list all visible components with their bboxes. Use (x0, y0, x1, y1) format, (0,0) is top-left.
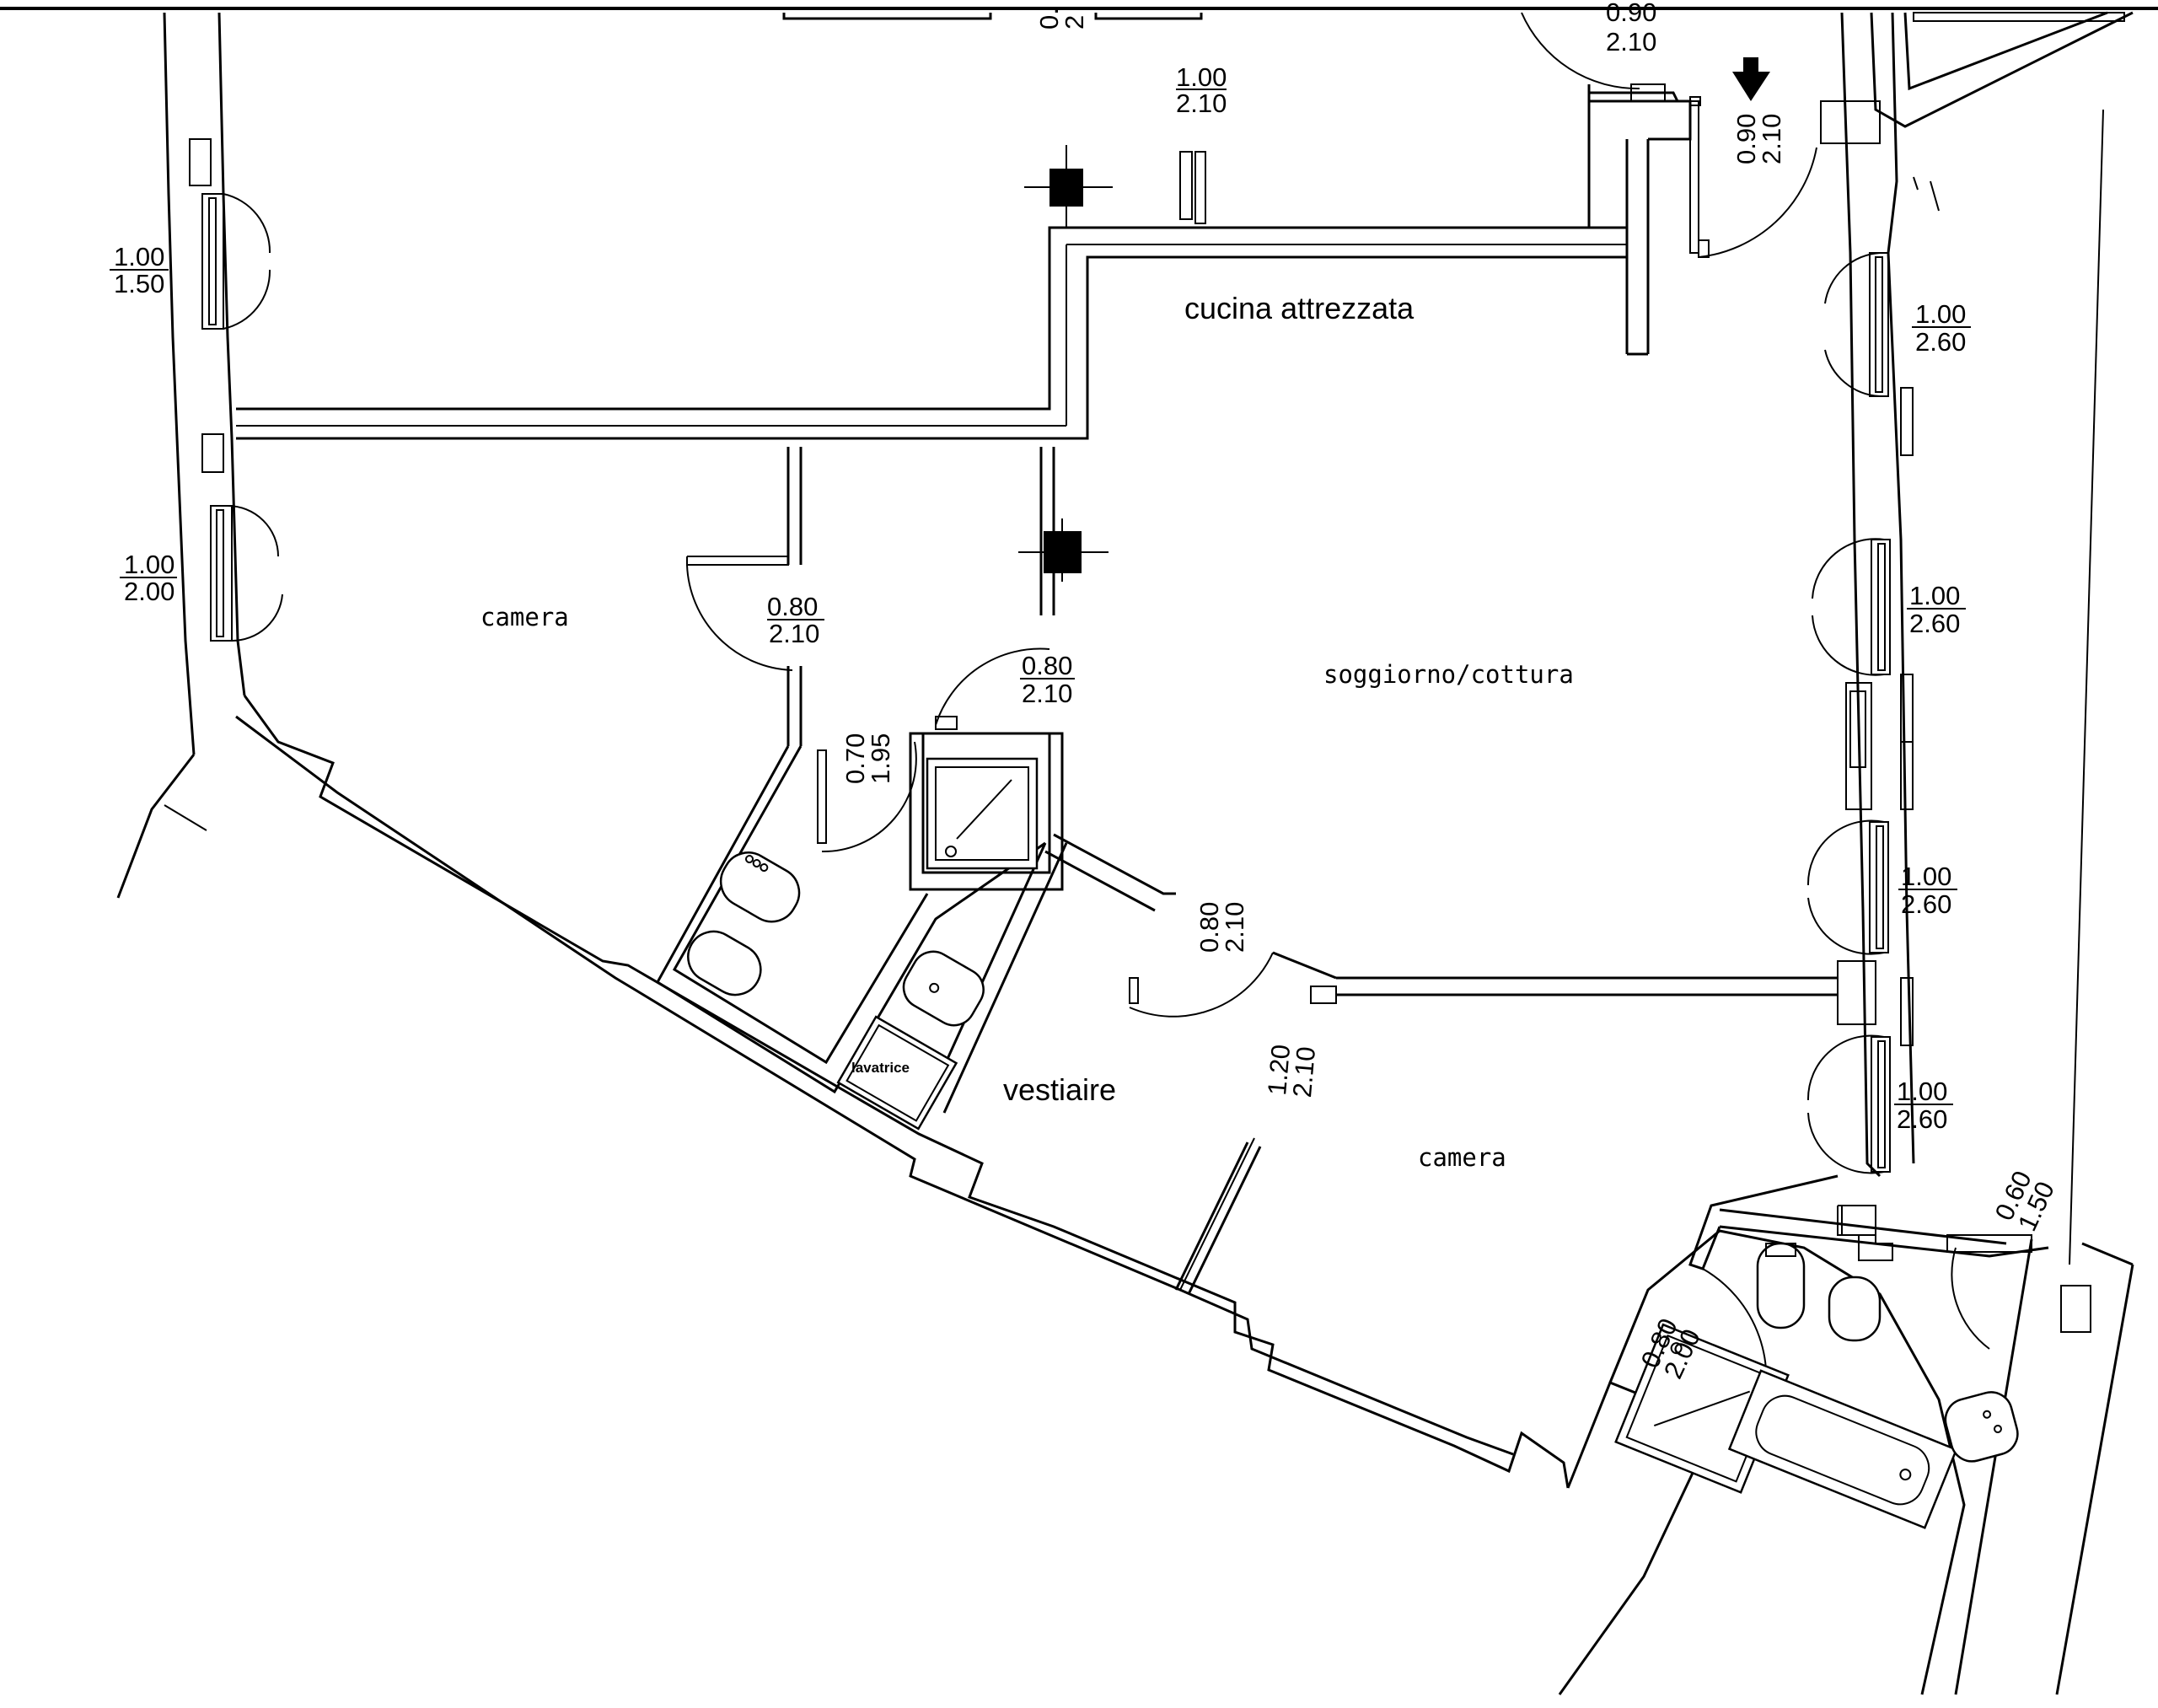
svg-text:2.60: 2.60 (1901, 889, 1951, 919)
svg-text:0.: 0. (1034, 8, 1064, 30)
svg-text:2: 2 (1060, 15, 1089, 30)
svg-text:1.00: 1.00 (1897, 1077, 1947, 1106)
svg-text:1.00: 1.00 (1176, 62, 1227, 92)
room-label-living: soggiorno/cottura (1323, 660, 1574, 689)
svg-text:2.10: 2.10 (1757, 114, 1786, 164)
sink (902, 950, 985, 1027)
dim-window-right-1: 1.00 2.60 (1912, 299, 1971, 357)
room-label-wardrobe: vestiaire (1003, 1072, 1116, 1107)
room-label-bedroom-right: camera (1418, 1143, 1506, 1172)
svg-text:1.00: 1.00 (1901, 862, 1951, 891)
svg-text:2.10: 2.10 (1176, 89, 1227, 118)
dim-door-living: 0.80 2.10 (1020, 651, 1075, 708)
svg-text:0.90: 0.90 (1731, 114, 1761, 164)
shower-tray (926, 757, 1039, 870)
bidet (719, 851, 801, 923)
dim-window-bath-big: 0.60 1.50 (1989, 1166, 2060, 1235)
svg-text:1.50: 1.50 (114, 269, 164, 298)
svg-text:2.60: 2.60 (1915, 327, 1966, 357)
washer-label: lavatrice (851, 1060, 910, 1076)
interior-walls (236, 145, 2091, 1333)
dim-kitchen-door: 1.00 2.10 (1176, 62, 1227, 118)
svg-text:1.20: 1.20 (1262, 1043, 1296, 1096)
svg-text:0.80: 0.80 (1194, 902, 1224, 953)
svg-text:0.80: 0.80 (767, 592, 818, 621)
dim-window-right-2: 1.00 2.60 (1907, 581, 1966, 638)
svg-text:2.10: 2.10 (769, 619, 819, 648)
dim-slider-wardrobe: 1.20 2.10 (1262, 1043, 1321, 1098)
svg-text:2.10: 2.10 (1606, 27, 1656, 56)
svg-text:2.60: 2.60 (1897, 1104, 1947, 1134)
dim-window-right-3: 1.00 2.60 (1898, 862, 1957, 919)
room-label-kitchen: cucina attrezzata (1184, 291, 1415, 325)
toilet (687, 930, 762, 996)
room-label-bedroom-left: camera (480, 603, 569, 631)
svg-text:0.90: 0.90 (1606, 0, 1656, 27)
svg-text:1.00: 1.00 (1915, 299, 1966, 329)
svg-text:1.00: 1.00 (114, 242, 164, 271)
svg-text:2.10: 2.10 (1220, 902, 1249, 953)
entry-arrow-icon (1732, 57, 1770, 101)
dim-top-partial-2: 0.90 2.10 (1606, 0, 1656, 56)
dim-window-left-mid: 1.00 2.00 (120, 550, 177, 606)
svg-text:0.80: 0.80 (1022, 651, 1072, 680)
fixtures (687, 176, 2019, 1529)
svg-text:1.00: 1.00 (124, 550, 174, 579)
dim-window-left-top: 1.00 1.50 (110, 242, 169, 298)
bidet (1828, 1276, 1882, 1342)
dim-top-partial: 0. 2 (1034, 8, 1089, 30)
svg-text:2.10: 2.10 (1022, 679, 1072, 708)
svg-text:2.10: 2.10 (1287, 1045, 1321, 1098)
svg-text:1.95: 1.95 (866, 733, 895, 784)
svg-text:0.70: 0.70 (840, 733, 870, 784)
dim-door-bath-small: 0.70 1.95 (840, 733, 895, 784)
sink (1944, 1391, 2019, 1463)
svg-text:2.00: 2.00 (124, 577, 174, 606)
svg-text:2.60: 2.60 (1909, 609, 1960, 638)
svg-text:1.00: 1.00 (1909, 581, 1960, 610)
door-swings (189, 12, 1990, 1426)
dim-window-right-4: 1.00 2.60 (1894, 1077, 1953, 1134)
bathtub (1727, 1369, 1958, 1529)
dim-entry-door: 0.90 2.10 (1731, 114, 1786, 164)
dim-door-bedroom-left: 0.80 2.10 (767, 592, 824, 648)
exterior-walls (116, 11, 2134, 1695)
dim-door-wardrobe: 0.80 2.10 (1194, 902, 1249, 953)
